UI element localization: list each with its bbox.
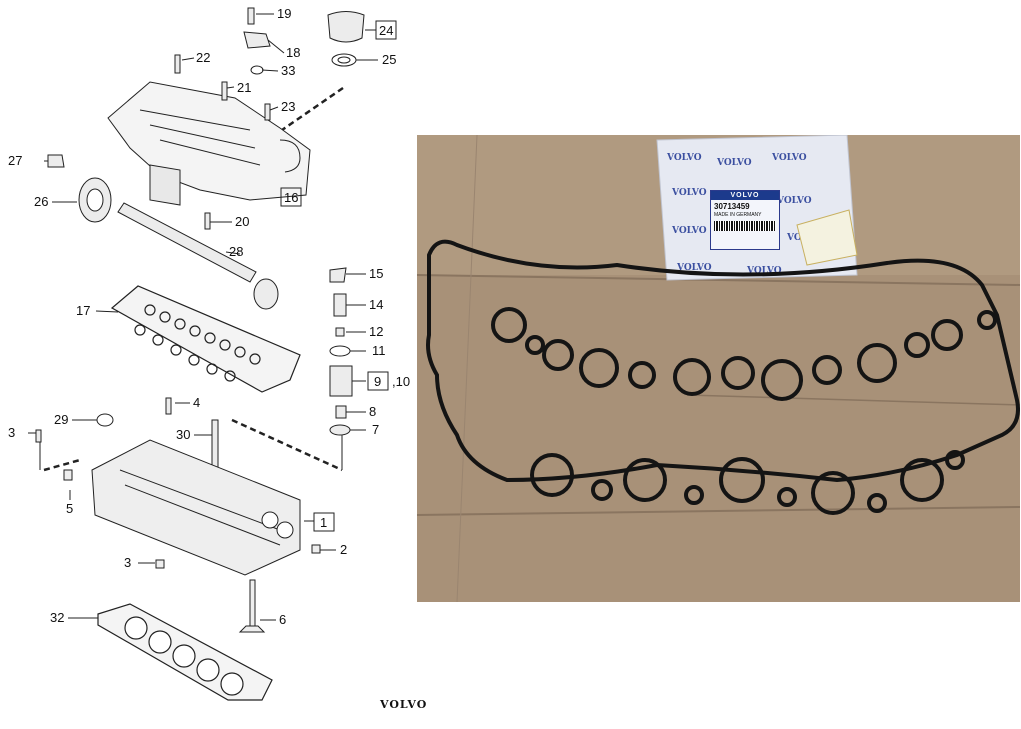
svg-text:VOLVO: VOLVO: [716, 158, 752, 168]
valve-drawing: [238, 579, 266, 633]
callout-32: 32: [50, 610, 64, 625]
barcode: [714, 221, 776, 231]
callout-18: 18: [286, 45, 300, 60]
callout-11: 11: [372, 343, 386, 358]
callout-7: 7: [372, 422, 379, 437]
callout-2: 2: [340, 542, 347, 557]
part-label-card: VOLVO 30713459 MADE IN GERMANY: [710, 190, 780, 250]
svg-text:VOLVO: VOLVO: [676, 263, 712, 273]
cylinder-head-drawing: [63, 413, 321, 576]
callout-16: 16: [284, 190, 298, 205]
callout-28: 28: [229, 244, 243, 259]
callout-24: 24: [379, 23, 393, 38]
callout-26: 26: [34, 194, 48, 209]
callout-5: 5: [66, 501, 73, 516]
callout-25: 25: [382, 52, 396, 67]
callout-22: 22: [196, 50, 210, 65]
callout-17: 17: [76, 303, 90, 318]
head-gasket-drawing: [97, 603, 273, 701]
callout-1: 1: [320, 515, 327, 530]
made-in-text: MADE IN GERMANY: [714, 212, 762, 218]
callout-3-lower: 3: [124, 555, 131, 570]
callout-33: 33: [281, 63, 295, 78]
callout-27: 27: [8, 153, 22, 168]
part-number: 30713459: [714, 202, 750, 211]
callout-3-upper: 3: [8, 425, 15, 440]
valve-cover-gasket-drawing: [110, 285, 301, 393]
camshaft: [78, 177, 279, 310]
callout-23: 23: [281, 99, 295, 114]
exploded-parts-diagram: 19 18 33 24 25 22 21 23 27 26 16 20 28 1…: [8, 6, 410, 701]
callout-15: 15: [369, 266, 383, 281]
svg-text:VOLVO: VOLVO: [776, 196, 812, 206]
svg-text:VOLVO: VOLVO: [671, 226, 707, 236]
callout-9: 9: [374, 374, 381, 389]
callout-8: 8: [369, 404, 376, 419]
svg-text:VOLVO: VOLVO: [671, 188, 707, 198]
callout-20: 20: [235, 214, 249, 229]
callout-4: 4: [193, 395, 200, 410]
label-brand: VOLVO: [711, 191, 779, 200]
svg-text:VOLVO: VOLVO: [771, 153, 807, 163]
callout-12: 12: [369, 324, 383, 339]
rocker-cover: [107, 81, 311, 206]
callout-19: 19: [277, 6, 291, 21]
svg-text:VOLVO: VOLVO: [666, 153, 702, 163]
callout-14: 14: [369, 297, 383, 312]
callout-6: 6: [279, 612, 286, 627]
callout-10: ,10: [392, 374, 410, 389]
svg-text:VOLVO: VOLVO: [746, 266, 782, 276]
volvo-wordmark: VOLVO: [380, 698, 428, 711]
callout-30: 30: [176, 427, 190, 442]
callout-29: 29: [54, 412, 68, 427]
callout-21: 21: [237, 80, 251, 95]
